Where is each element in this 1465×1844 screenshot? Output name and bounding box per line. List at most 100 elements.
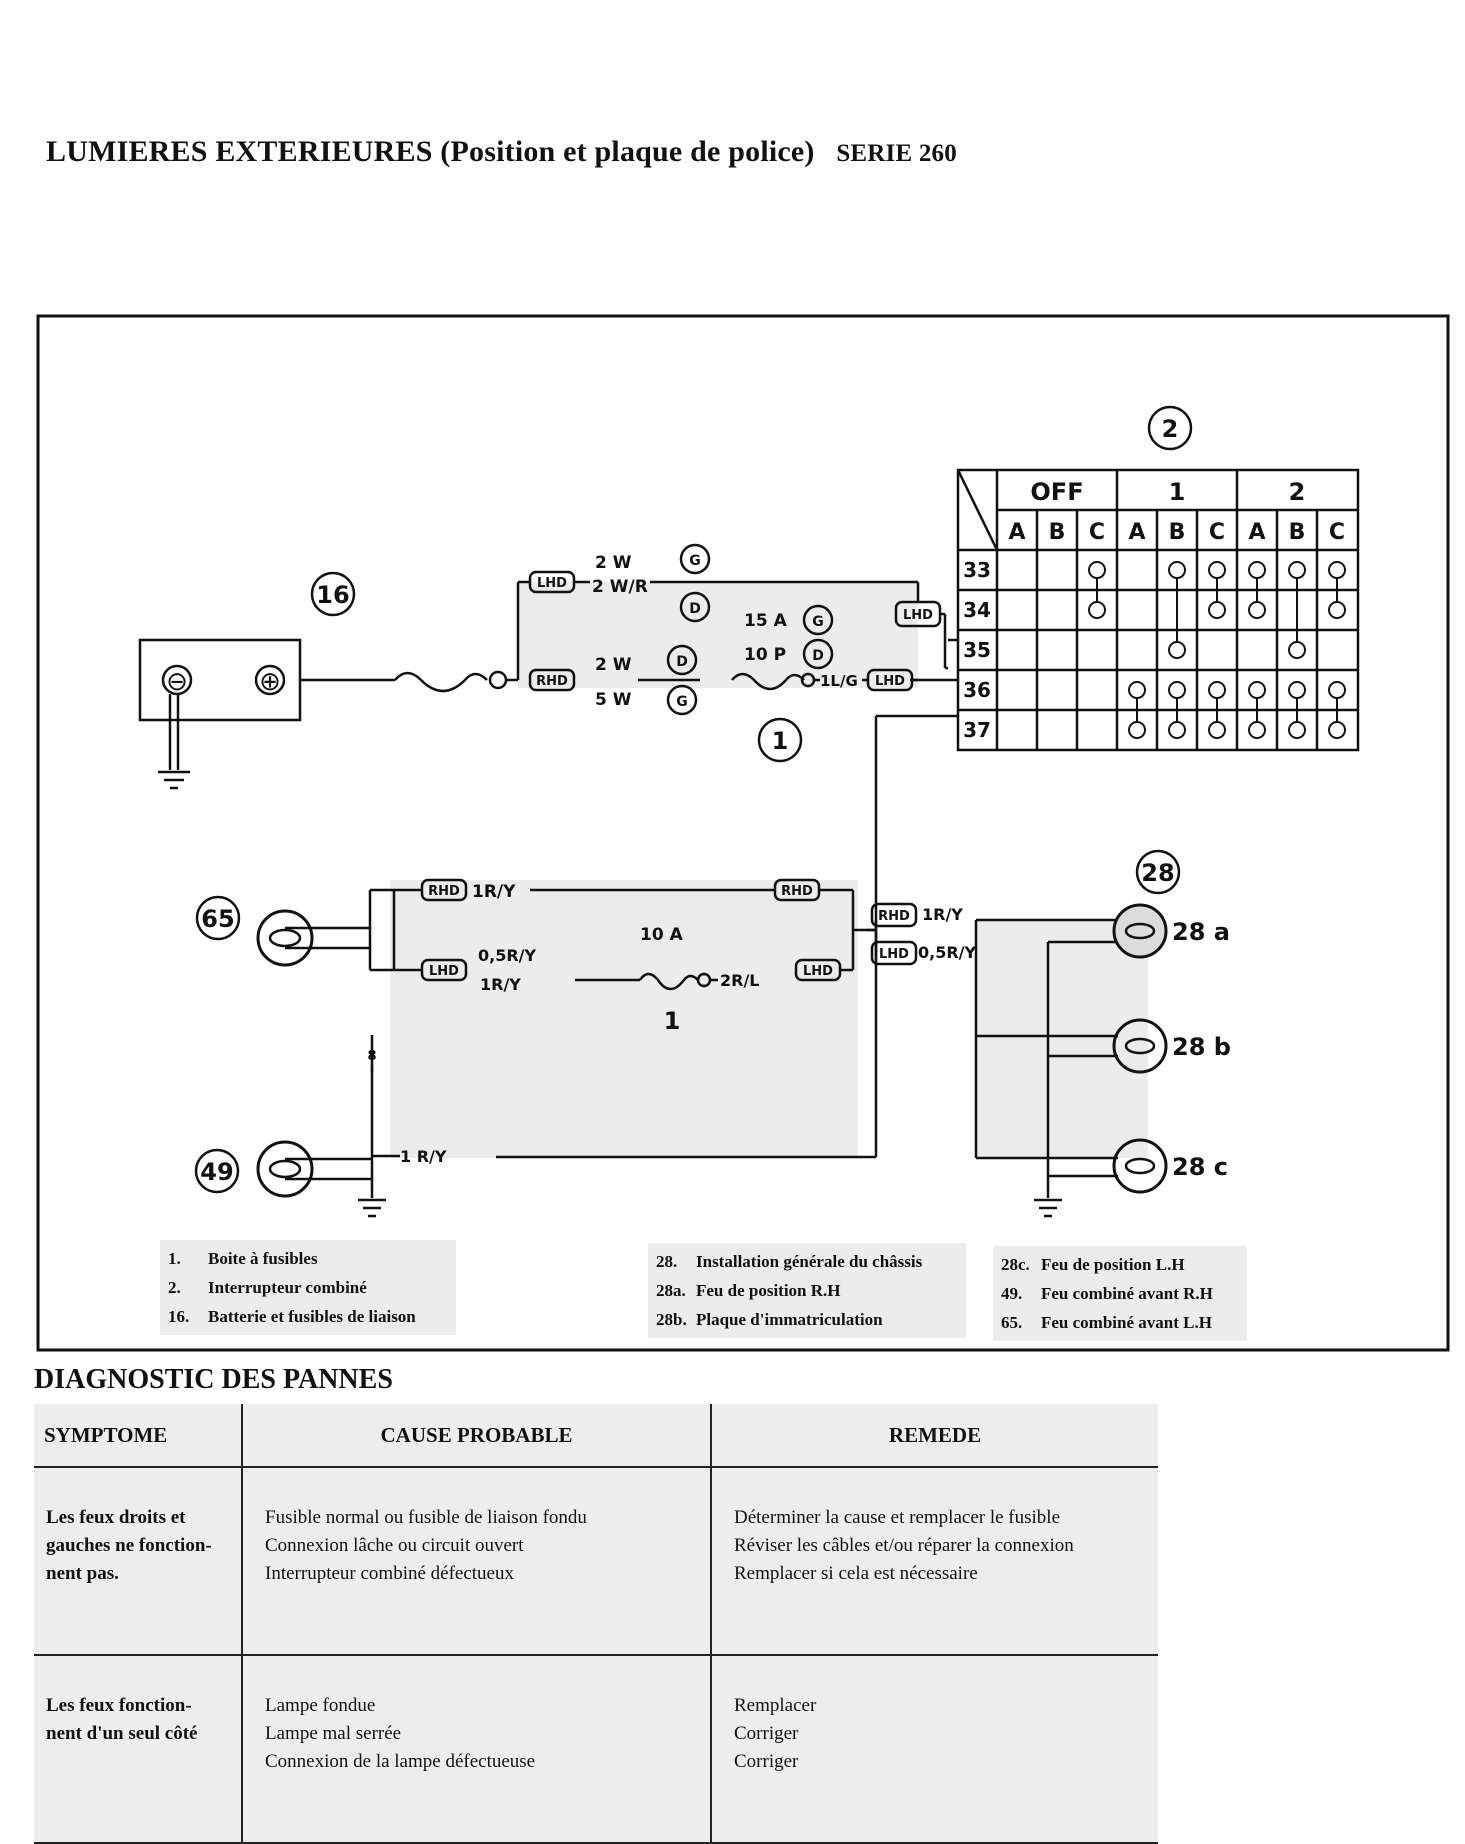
callout-1-upper: 1 [772, 727, 789, 755]
legend-item: 28.Installation générale du châssis [656, 1247, 958, 1276]
legend-col-1: 1. Boite à fusibles 2. Interrupteur combin… [160, 1240, 456, 1335]
col-header: C [1329, 520, 1345, 545]
legend-text: Feu de position R.H [696, 1281, 841, 1300]
legend-num: 28. [656, 1252, 678, 1271]
table-row: Les feux fonction- nent d'un seul côté L… [34, 1655, 1158, 1844]
callout-65: 65 [201, 905, 234, 933]
callout-16: 16 [316, 581, 349, 609]
lamp-28c-label: 28 c [1172, 1153, 1228, 1181]
diagnostic-table: SYMPTOME CAUSE PROBABLE REMEDE Les feux … [34, 1404, 1158, 1844]
col-header: C [1209, 520, 1225, 545]
lhd-label: LHD [429, 964, 459, 979]
switch-contacts [1088, 561, 1346, 739]
legend-num: 28b. [656, 1310, 687, 1329]
rhd-label: RHD [428, 884, 460, 899]
switch-table-grid [956, 468, 1360, 752]
rhd-label: RHD [878, 909, 910, 924]
header-cause: CAUSE PROBABLE [242, 1404, 712, 1468]
remedy-line: Déterminer la cause et remplacer le fusi… [734, 1507, 1060, 1528]
legend-item: 1. Boite à fusibles [168, 1244, 448, 1273]
row-label: 36 [963, 678, 991, 702]
marker-d: D [689, 601, 701, 617]
legend-col-3: 28c. Feu de position L.H 49. Feu combiné a… [993, 1246, 1247, 1341]
legend-item: 2. Interrupteur combiné [168, 1273, 448, 1302]
diagram-frame [36, 314, 1450, 1352]
wire-label: 1R/Y [480, 975, 521, 994]
legend-num: 16. [168, 1307, 190, 1326]
symptom-line: nent d'un seul côté [46, 1723, 198, 1744]
legend-num: 65. [1001, 1313, 1023, 1332]
legend-num: 2. [168, 1278, 181, 1297]
lhd-label: LHD [903, 608, 933, 623]
cause-line: Connexion de la lampe défectueuse [265, 1751, 536, 1772]
cause-line: Lampe fondue [265, 1695, 376, 1716]
wiring-diagram: 2 16 1 1 65 49 28 OFF 1 2 A B C A B C A … [36, 314, 1450, 1352]
legend-item: 28b. Plaque d'immatriculation [656, 1305, 958, 1334]
wire-label: 5 W [595, 690, 632, 710]
callout-1-lower: 1 [664, 1007, 681, 1035]
cause-line: Interrupteur combiné défectueux [265, 1563, 514, 1584]
remedy-line: Corriger [734, 1751, 799, 1772]
legend-text: Batterie et fusibles de liaison [208, 1307, 416, 1326]
legend-item: 65. Feu combiné avant L.H [1001, 1308, 1239, 1337]
col-header: B [1169, 520, 1186, 545]
symptom-line: nent pas. [46, 1563, 119, 1584]
remedy-line: Corriger [734, 1723, 799, 1744]
col-header: A [1248, 520, 1265, 545]
battery-minus: ⊖ [166, 667, 188, 697]
title-serie: SERIE 260 [836, 140, 957, 167]
symptom-line: Les feux fonction- [46, 1695, 192, 1716]
legend-text: Interrupteur combiné [208, 1278, 367, 1297]
lhd-label: LHD [879, 947, 909, 962]
wire-label: 2R/L [720, 971, 760, 990]
lamp-28b-label: 28 b [1172, 1033, 1231, 1061]
rhd-label: RHD [536, 674, 568, 689]
legend-item: 28a. Feu de position R.H [656, 1276, 958, 1305]
legend-text: Boite à fusibles [208, 1249, 318, 1268]
legend-num: 28a. [656, 1281, 686, 1300]
mode-1: 1 [1169, 478, 1186, 506]
legend-item: 28c. Feu de position L.H [1001, 1250, 1239, 1279]
header-remede: REMEDE [711, 1404, 1158, 1468]
marker-d: D [676, 654, 688, 670]
symptom-line: gauches ne fonction- [46, 1535, 212, 1556]
legend-text: Plaque d'immatriculation [696, 1310, 883, 1329]
wire-label: 0,5R/Y [478, 946, 537, 965]
legend-num: 49. [1001, 1284, 1023, 1303]
col-header: A [1128, 520, 1145, 545]
table-header-row: SYMPTOME CAUSE PROBABLE REMEDE [34, 1404, 1158, 1468]
page-title: LUMIERES EXTERIEURES (Position et plaque… [46, 135, 957, 169]
cause-cell: Lampe fondue Lampe mal serrée Connexion … [242, 1655, 712, 1844]
remedy-cell: Déterminer la cause et remplacer le fusi… [711, 1467, 1158, 1656]
legend-col-2: 28.Installation générale du châssis 28a.… [648, 1243, 966, 1338]
fuse-10p: 10 P [744, 645, 786, 665]
cause-line: Connexion lâche ou circuit ouvert [265, 1535, 524, 1556]
col-header: A [1008, 520, 1025, 545]
lamp28-box [976, 920, 1148, 1158]
legend-text: Feu combiné avant R.H [1041, 1284, 1213, 1303]
wire-label: 1 R/Y [400, 1147, 447, 1166]
remedy-line: Remplacer [734, 1695, 817, 1716]
symptom-cell: Les feux droits et gauches ne fonction- … [34, 1467, 243, 1656]
symptom-line: Les feux droits et [46, 1507, 186, 1528]
upper-fuse-box [518, 582, 918, 688]
col-header: B [1289, 520, 1306, 545]
marker-g: G [812, 614, 824, 630]
legend-num: 28c. [1001, 1255, 1030, 1274]
lhd-label: LHD [803, 964, 833, 979]
mode-off: OFF [1030, 478, 1083, 506]
symptom-cell: Les feux fonction- nent d'un seul côté [34, 1655, 243, 1844]
marker-g: G [676, 694, 688, 710]
header-symptome: SYMPTOME [34, 1404, 243, 1468]
battery-plus: ⊕ [259, 667, 281, 697]
legend-text: Feu combiné avant L.H [1041, 1313, 1212, 1332]
remedy-cell: Remplacer Corriger Corriger [711, 1655, 1158, 1844]
legend-item: 16. Batterie et fusibles de liaison [168, 1302, 448, 1331]
wire-label: 1R/Y [472, 882, 516, 902]
legend-text: Feu de position L.H [1041, 1255, 1185, 1274]
row-label: 37 [963, 718, 991, 742]
wire-label: 0,5R/Y [918, 943, 977, 962]
legend-num: 1. [168, 1249, 181, 1268]
legend-item: 49. Feu combiné avant R.H [1001, 1279, 1239, 1308]
wire-label: 1R/Y [922, 905, 963, 924]
